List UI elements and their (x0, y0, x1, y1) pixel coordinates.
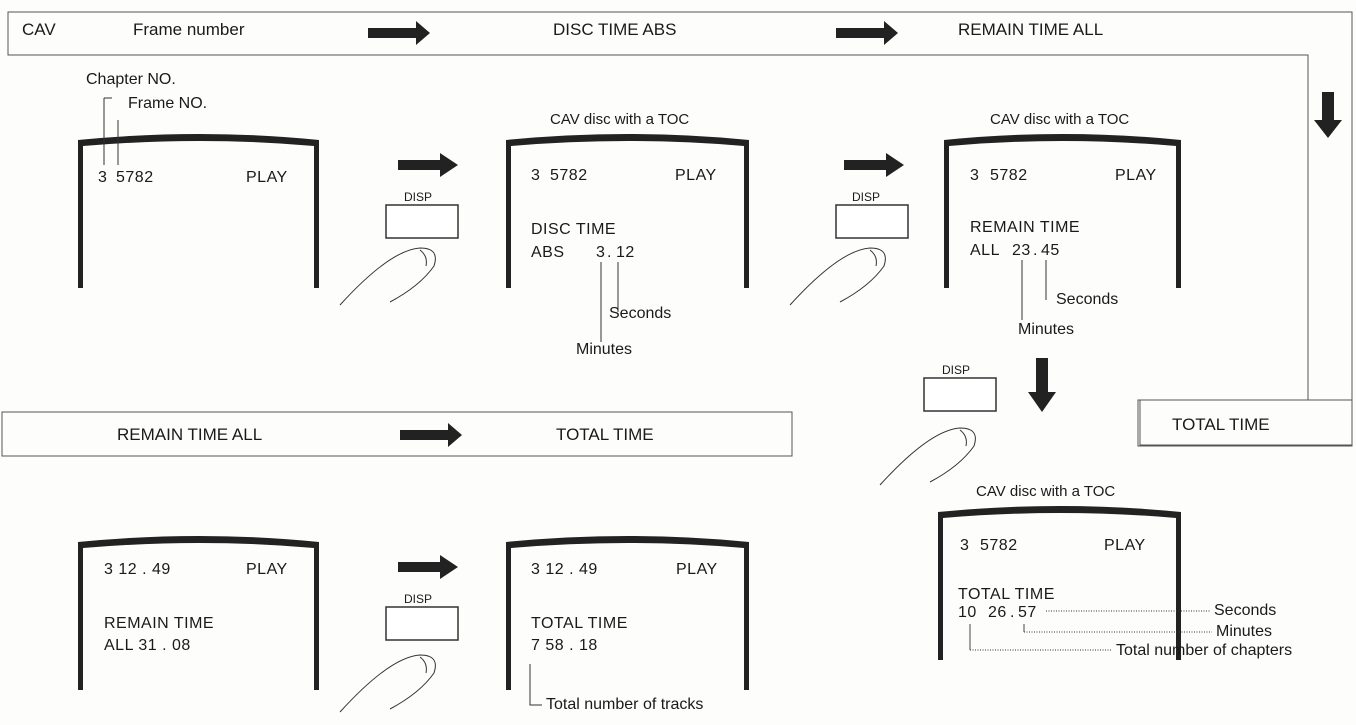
bar-label-frame-number: Frame number (133, 20, 245, 39)
screen4-chapters-label: Total number of chapters (1116, 642, 1293, 659)
screen2-seconds-label: Seconds (609, 305, 672, 322)
step-arrow-1 (398, 153, 458, 177)
screen5-top: 3 12 . 49 (104, 561, 171, 578)
screen4-line1: TOTAL TIME (958, 586, 1055, 603)
screen4-seconds-label: Seconds (1214, 602, 1277, 619)
bottom-label-remain-time-all: REMAIN TIME ALL (117, 425, 263, 444)
screen4-chapters-value: 10 (958, 604, 977, 621)
leader-lines-3 (1021, 260, 1047, 320)
bottom-flow-bar (1, 411, 793, 457)
total-time-box (1137, 399, 1353, 447)
screen3-dot: . (1033, 242, 1038, 259)
screen4-caption: CAV disc with a TOC (976, 483, 1116, 500)
step-arrow-4 (398, 555, 458, 579)
top-flow-bar (7, 11, 1353, 446)
screen4-minutes-value: 26 (988, 604, 1007, 621)
screen6-tracks-label: Total number of tracks (546, 696, 704, 713)
leader-lines-6 (529, 664, 542, 706)
screen3-seconds-value: 45 (1041, 242, 1060, 259)
disp-button-4 (385, 606, 459, 641)
screen1-chapter: 3 (98, 169, 108, 186)
leader-lines-4 (969, 610, 1212, 651)
screen4-status: PLAY (1104, 537, 1146, 554)
flow-arrow-1 (368, 21, 430, 45)
leader-lines-1 (103, 97, 119, 165)
disp-button-3 (923, 377, 997, 412)
screen6-status: PLAY (676, 561, 718, 578)
disp-label-2: DISP (852, 190, 881, 204)
screen4-seconds-value: 57 (1018, 604, 1037, 621)
screen2-abs: ABS (531, 244, 565, 261)
screen5-line2: ALL 31 . 08 (104, 637, 191, 654)
bar-label-cav: CAV (22, 20, 56, 39)
screen3-line1: REMAIN TIME (970, 219, 1081, 236)
leader-lines-2 (600, 262, 619, 342)
screen-frame-6 (506, 536, 749, 690)
bottom-label-total-time: TOTAL TIME (556, 425, 654, 444)
total-time-box-label: TOTAL TIME (1172, 415, 1270, 434)
screen6-line1: TOTAL TIME (531, 615, 628, 632)
screen2-dot: . (607, 244, 612, 261)
finger-4 (339, 654, 436, 713)
screen3-frame: 5782 (990, 167, 1028, 184)
screen3-all: ALL (970, 242, 1000, 259)
frame-no-label: Frame NO. (128, 95, 208, 112)
screen1-frame: 5782 (116, 169, 154, 186)
screen-frame-2 (506, 134, 749, 288)
screen-frame-4 (938, 506, 1181, 660)
finger-1 (339, 247, 436, 306)
screen3-seconds-label: Seconds (1056, 291, 1119, 308)
disp-label-3: DISP (942, 363, 971, 377)
screen-frame-5 (78, 536, 319, 690)
screen2-minutes-value: 3 (596, 244, 606, 261)
screen6-line2: 7 58 . 18 (531, 637, 598, 654)
screen3-chapter: 3 (970, 167, 980, 184)
screen4-dot: . (1010, 604, 1015, 621)
bar-label-remain-time-all: REMAIN TIME ALL (958, 20, 1104, 39)
screen5-status: PLAY (246, 561, 288, 578)
screen2-minutes-label: Minutes (576, 341, 633, 358)
disp-label-4: DISP (404, 592, 433, 606)
screen6-top: 3 12 . 49 (531, 561, 598, 578)
screen1-status: PLAY (246, 169, 288, 186)
screen2-seconds-value: 12 (616, 244, 635, 261)
finger-3 (879, 427, 976, 486)
screen2-chapter: 3 (531, 167, 541, 184)
screen-frame-3 (944, 134, 1181, 288)
step-arrow-3 (1028, 358, 1056, 412)
screen4-minutes-label: Minutes (1216, 623, 1273, 640)
screen3-status: PLAY (1115, 167, 1157, 184)
disp-button-1 (385, 204, 459, 239)
screen3-caption: CAV disc with a TOC (990, 111, 1130, 128)
screen2-frame: 5782 (550, 167, 588, 184)
screen5-line1: REMAIN TIME (104, 615, 215, 632)
screen4-chapter: 3 (960, 537, 970, 554)
screen3-minutes-value: 23 (1012, 242, 1031, 259)
flow-arrow-3 (400, 423, 462, 447)
screen2-status: PLAY (675, 167, 717, 184)
chapter-no-label: Chapter NO. (86, 71, 176, 88)
down-arrow-right (1314, 92, 1342, 138)
disp-label-1: DISP (404, 190, 433, 204)
finger-2 (789, 247, 886, 306)
screen4-frame: 5782 (980, 537, 1018, 554)
screen3-minutes-label: Minutes (1018, 321, 1075, 338)
screen2-caption: CAV disc with a TOC (550, 111, 690, 128)
step-arrow-2 (844, 153, 904, 177)
disp-button-2 (835, 204, 909, 239)
screen2-line1: DISC TIME (531, 221, 617, 238)
flow-arrow-2 (836, 21, 898, 45)
bar-label-disc-time-abs: DISC TIME ABS (553, 20, 677, 39)
screen-frame-1 (78, 134, 319, 288)
